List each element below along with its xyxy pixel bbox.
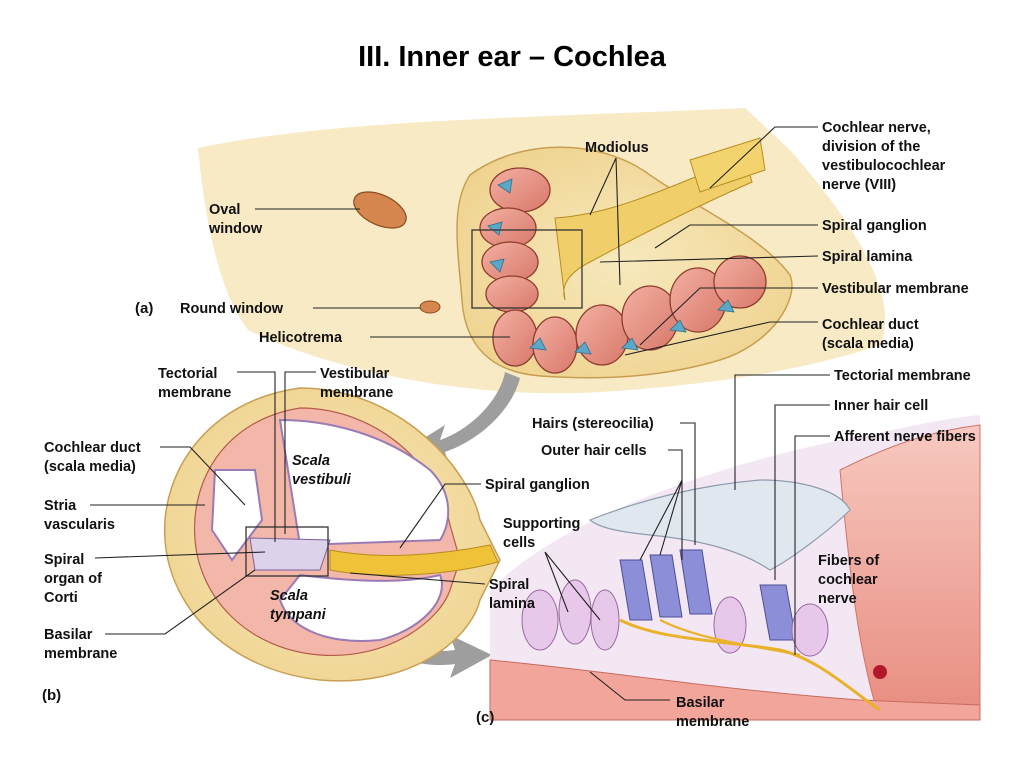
inset-box-a [471, 229, 583, 309]
label-inner-hair-cell: Inner hair cell [834, 398, 928, 414]
labels-panel-b: (b) Tectorial membrane Vestibular membra… [42, 366, 590, 704]
label-fibers-cochlear-nerve-2: cochlear [818, 572, 878, 588]
label-cochlear-nerve-3: vestibulocochlear [822, 158, 946, 174]
label-afferent-fibers: Afferent nerve fibers [834, 429, 976, 445]
label-basilar-membrane-c-2: membrane [676, 714, 749, 730]
panel-a-tag: (a) [135, 300, 153, 317]
label-vestibular-membrane-b-2: membrane [320, 385, 393, 401]
label-basilar-membrane-b-1: Basilar [44, 627, 93, 643]
label-scala-tympani-1: Scala [270, 588, 308, 604]
arrow-b-to-c [345, 600, 492, 678]
label-cochlear-duct-b-1: Cochlear duct [44, 440, 141, 456]
label-spiral-ganglion-a: Spiral ganglion [822, 218, 927, 234]
label-stria-vascularis-1: Stria [44, 498, 77, 514]
label-cochlear-nerve-2: division of the [822, 139, 920, 155]
labels-panel-c: (c) Tectorial membrane Hairs (stereocili… [476, 368, 976, 730]
label-supporting-cells-2: cells [503, 535, 535, 551]
labels-panel-a: (a) Modiolus Cochlear nerve, division of… [135, 120, 969, 356]
panel-a-illustration [198, 108, 886, 394]
label-tectorial-membrane-b-2: membrane [158, 385, 231, 401]
label-hairs: Hairs (stereocilia) [532, 416, 654, 432]
label-tectorial-membrane-c: Tectorial membrane [834, 368, 971, 384]
label-vestibular-membrane-a: Vestibular membrane [822, 281, 969, 297]
label-round-window: Round window [180, 301, 284, 317]
label-supporting-cells-1: Supporting [503, 516, 580, 532]
label-spiral-lamina-b-1: Spiral [489, 577, 529, 593]
inset-box-b [245, 526, 329, 577]
label-tectorial-membrane-b-1: Tectorial [158, 366, 217, 382]
label-basilar-membrane-b-2: membrane [44, 646, 117, 662]
page-title: III. Inner ear – Cochlea [358, 41, 667, 73]
label-oval-window-2: window [208, 221, 263, 237]
panel-c-illustration [489, 415, 981, 721]
label-spiral-organ-1: Spiral [44, 552, 84, 568]
label-spiral-lamina-a: Spiral lamina [822, 249, 913, 265]
label-spiral-organ-3: Corti [44, 590, 78, 606]
label-scala-vestibuli-2: vestibuli [292, 472, 352, 488]
panel-b-tag: (b) [42, 687, 61, 704]
panel-b-illustration [163, 387, 501, 682]
panel-c-tag: (c) [476, 709, 494, 726]
label-modiolus: Modiolus [585, 140, 649, 156]
label-helicotrema: Helicotrema [259, 330, 343, 346]
label-vestibular-membrane-b-1: Vestibular [320, 366, 390, 382]
label-stria-vascularis-2: vascularis [44, 517, 115, 533]
label-scala-vestibuli-1: Scala [292, 453, 330, 469]
label-fibers-cochlear-nerve-3: nerve [818, 591, 857, 607]
label-outer-hair-cells: Outer hair cells [541, 443, 647, 459]
label-spiral-ganglion-b: Spiral ganglion [485, 477, 590, 493]
label-fibers-cochlear-nerve-1: Fibers of [818, 553, 879, 569]
label-cochlear-nerve-1: Cochlear nerve, [822, 120, 931, 136]
label-spiral-lamina-b-2: lamina [489, 596, 536, 612]
label-scala-tympani-2: tympani [270, 607, 327, 623]
label-cochlear-nerve-4: nerve (VIII) [822, 177, 896, 193]
label-oval-window-1: Oval [209, 202, 240, 218]
label-cochlear-duct-b-2: (scala media) [44, 459, 136, 475]
label-basilar-membrane-c-1: Basilar [676, 695, 725, 711]
label-cochlear-duct-a-1: Cochlear duct [822, 317, 919, 333]
label-cochlear-duct-a-2: (scala media) [822, 336, 914, 352]
label-spiral-organ-2: organ of [44, 571, 102, 587]
